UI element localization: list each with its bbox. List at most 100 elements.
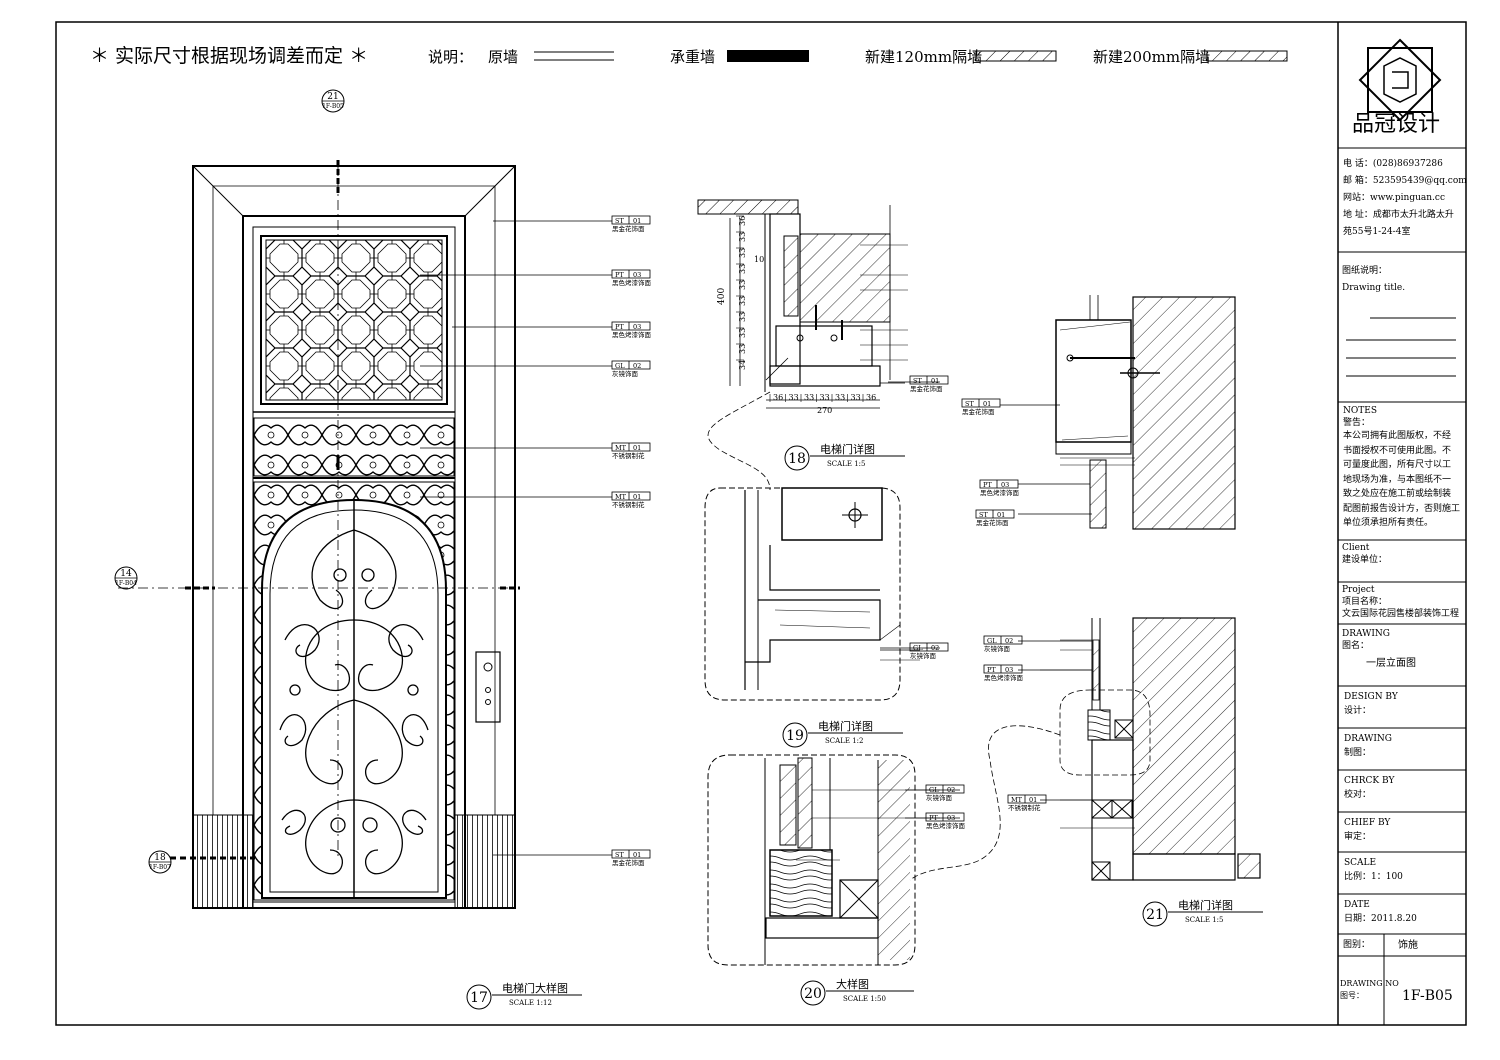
contact-block: 电 话：(028)86937286 邮 箱：523595439@qq.com 网… (1343, 156, 1467, 241)
detail-21 (1055, 295, 1236, 530)
detail-num: 17 (470, 990, 488, 1006)
dim-bottom: 36 (773, 393, 783, 402)
detail-scale: SCALE 1:2 (825, 737, 863, 745)
tag-desc: 黑金花饰面 (962, 407, 995, 416)
company-name: 品冠设计 (1352, 112, 1441, 137)
tag-desc: 黑金花饰面 (910, 384, 943, 393)
dim-bottom: 36 (866, 393, 876, 402)
dim-left: 33 (738, 312, 747, 322)
phone: 电 话：(028)86937286 (1343, 159, 1443, 169)
tag-code: ST (615, 851, 624, 859)
dim-left: 33 (738, 232, 747, 242)
svg-text:21: 21 (327, 92, 338, 102)
detail-title: 大样图 (836, 977, 869, 991)
drawing-title-label: 图纸说明： Drawing title. (1342, 266, 1406, 293)
tag-desc: 黑金花饰面 (976, 518, 1009, 527)
tag-num: 03 (1005, 666, 1013, 674)
drawing-name-value: 一层立面图 (1366, 658, 1416, 669)
tag-desc: 黑色烤漆饰面 (926, 821, 966, 830)
legend-label-0: 原墙 (488, 48, 518, 66)
tag-code: ST (979, 511, 988, 519)
detail-title-20: 20 大样图 SCALE 1:50 (800, 977, 914, 1006)
dim-bottom: 33 (820, 393, 830, 402)
dim-bottom: 33 (835, 393, 845, 402)
detail-scale: SCALE 1:50 (843, 995, 886, 1003)
legend-label-2: 新建120mm隔墙 (865, 48, 982, 66)
tag-code: PT (983, 481, 992, 489)
dim-left: 33 (738, 344, 747, 354)
detail-num: 19 (786, 728, 804, 744)
tag-desc: 灰镜饰面 (910, 651, 937, 660)
detail-title: 电梯门详图 (1178, 898, 1233, 912)
tag-num: 01 (997, 511, 1005, 519)
sheet-border (55, 21, 1467, 1026)
tag-desc: 黑金花饰面 (612, 858, 645, 867)
dim-bottom: 33 (804, 393, 814, 402)
titleblock-logo (1358, 38, 1442, 122)
tag-code: GL (987, 637, 997, 645)
detail-scale: SCALE 1:12 (509, 999, 552, 1007)
notes-block: NOTES 警告： 本公司拥有此图版权，不经 书面授权不可使用此图。不 可量度此… (1343, 406, 1461, 528)
detail-num: 20 (804, 986, 822, 1002)
tag-code: ST (615, 217, 624, 225)
tag-desc: 不锈钢制花 (612, 451, 645, 460)
tag-desc: 灰镜饰面 (926, 793, 953, 802)
detail-title: 电梯门详图 (820, 442, 875, 456)
tag-code: ST (913, 377, 922, 385)
tag-num: 01 (633, 217, 641, 225)
tag-num: 01 (633, 444, 641, 452)
dim-left: 33 (738, 296, 747, 306)
tag-code: MT (615, 493, 627, 501)
detail-20 (707, 754, 940, 966)
tag-desc: 灰镜饰面 (984, 644, 1011, 653)
svg-text:1F-B04: 1F-B04 (115, 580, 137, 587)
tag-desc: 黑金花饰面 (612, 224, 645, 233)
address-2: 苑55号1-24-4室 (1343, 227, 1411, 237)
tag-num: 01 (633, 493, 641, 501)
tag-code: PT (615, 323, 624, 331)
elevation-17 (118, 160, 520, 909)
tag-code: GL (615, 362, 625, 370)
tag-num: 03 (633, 323, 641, 331)
tag-desc: 黑色烤漆饰面 (612, 330, 652, 339)
tag-num: 03 (1001, 481, 1009, 489)
dim-left: 34 (738, 360, 747, 370)
legend-label-3: 新建200mm隔墙 (1093, 48, 1210, 66)
titleblock-lines (1338, 147, 1466, 1025)
dim-bottom: 33 (851, 393, 861, 402)
legend-label-1: 承重墙 (670, 48, 715, 66)
legend-title: 说明： (428, 48, 473, 66)
svg-text:18: 18 (154, 853, 166, 863)
dim-left: 33 (738, 328, 747, 338)
svg-text:1F-B07: 1F-B07 (149, 864, 171, 871)
detail-title: 电梯门大样图 (502, 981, 568, 995)
dim-height: 400 (717, 288, 727, 305)
detail-19 (704, 487, 920, 701)
tag-code: PT (615, 271, 624, 279)
tag-desc: 不锈钢制花 (612, 500, 645, 509)
email: 邮 箱：523595439@qq.com (1343, 176, 1467, 186)
drawing-name-field: DRAWING 图名： (1342, 629, 1390, 651)
tag-code: MT (1011, 796, 1023, 804)
type-value: 饰施 (1398, 940, 1418, 951)
tag-desc: 黑色烤漆饰面 (980, 488, 1020, 497)
legend-hatch-swatch-2 (1206, 50, 1288, 62)
